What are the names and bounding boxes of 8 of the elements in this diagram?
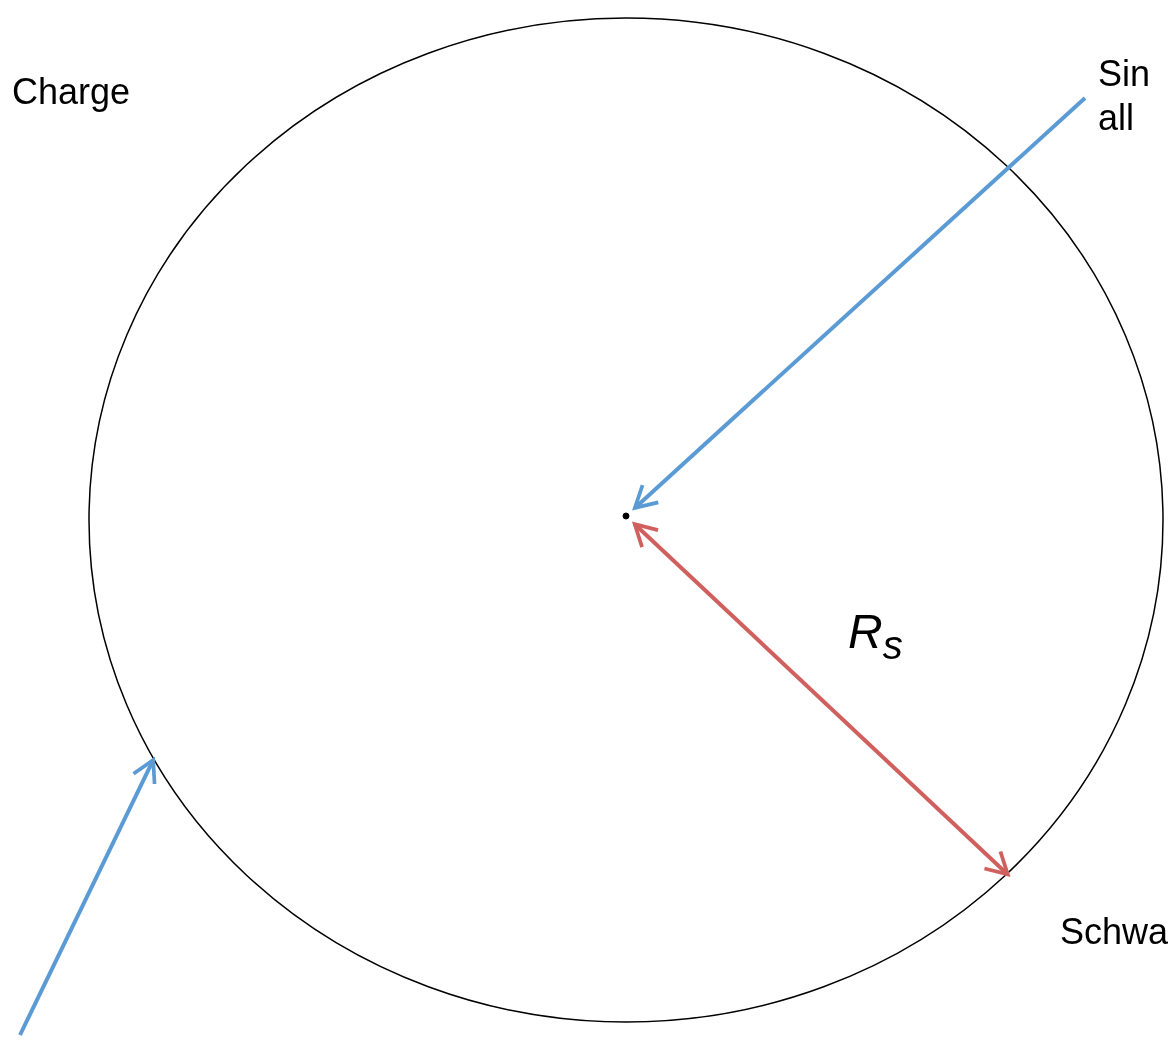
text-label: Charge — [12, 70, 131, 114]
text-label: Schwa — [1060, 910, 1168, 954]
edge-label: R$_{s}$ — [848, 610, 903, 667]
callout-text: Sin all — [1098, 52, 1166, 142]
arrow — [18, 758, 157, 1036]
leader-line — [632, 522, 1010, 877]
center-dot — [622, 512, 630, 520]
leader-line — [633, 96, 1087, 510]
